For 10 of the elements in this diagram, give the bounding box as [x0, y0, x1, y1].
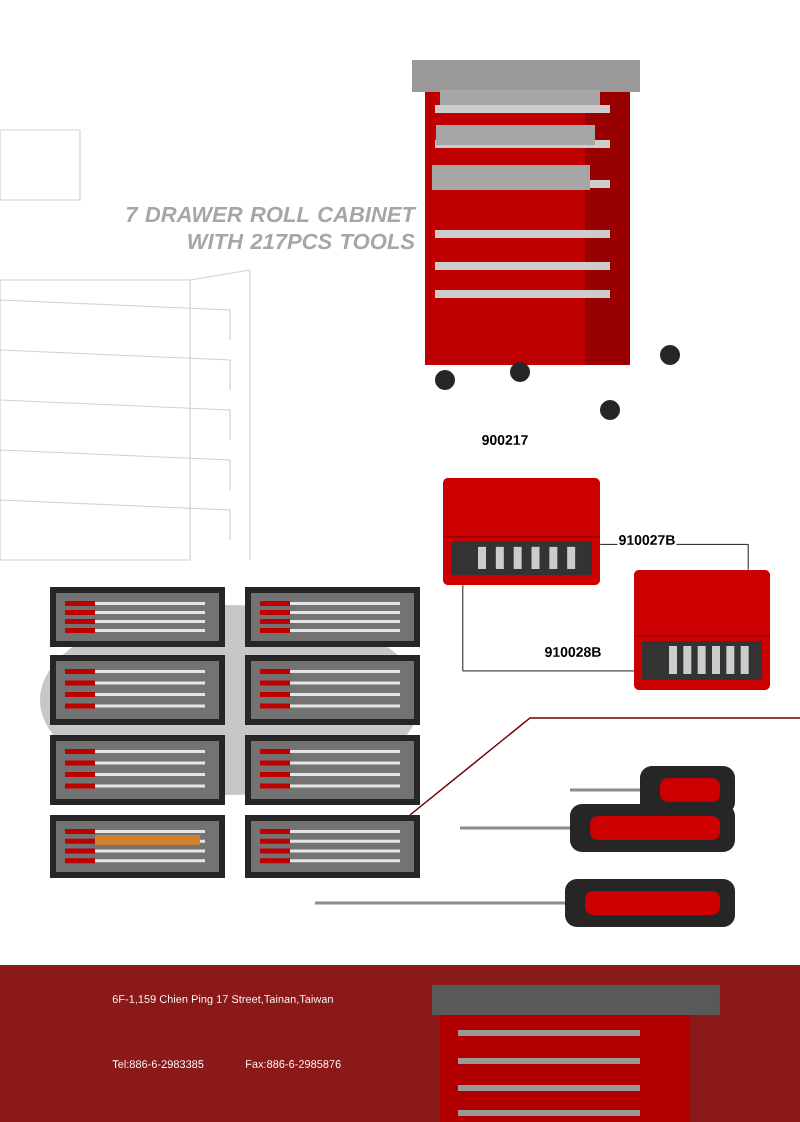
contact-text: 6F-1,159 Chien Ping 17 Street,Tainan,Taiwan [112, 994, 333, 1006]
model-number: 910028B [543, 646, 603, 658]
contact-text: Tel:886-6-2983385 [112, 1059, 204, 1069]
model-number: 910027B [617, 534, 677, 546]
title-text: 7 DRAWER ROLL CABINET WITH 217PCS TOOLS [126, 206, 417, 250]
connector-line [462, 584, 635, 672]
tool-case-picture [442, 478, 601, 585]
tool-case-picture [633, 570, 771, 690]
contact-text: Fax:886-6-2985876 [246, 1060, 341, 1068]
model-number: 900217 [482, 435, 528, 445]
